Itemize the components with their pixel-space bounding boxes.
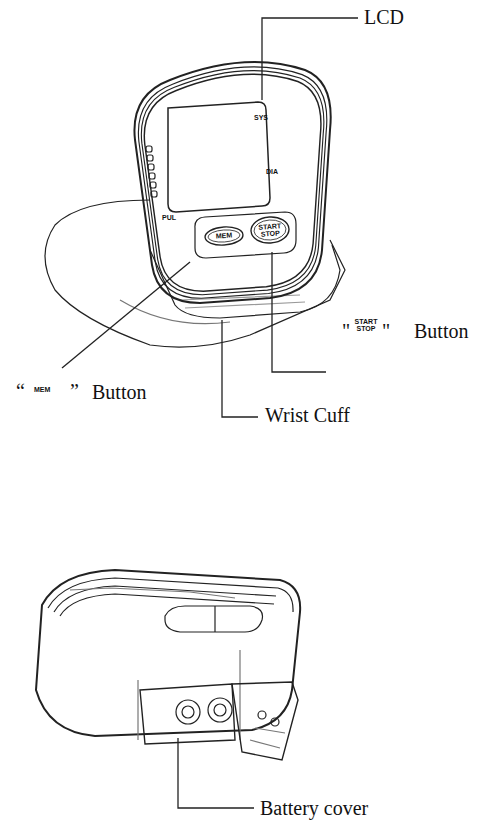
quote-mark: "	[342, 320, 350, 342]
quote-mark: "	[382, 320, 390, 342]
button-shape: START STOP	[249, 215, 291, 246]
button-panel	[195, 212, 296, 258]
part-label: Wrist Cuff	[265, 404, 350, 426]
button-text: START STOP	[258, 222, 283, 238]
button-icon: START STOP	[354, 318, 378, 333]
part-label: Battery cover	[260, 797, 368, 819]
quote-mark: ”	[70, 380, 79, 402]
lcd-screen	[168, 102, 270, 212]
lcd-marking: SYS	[254, 114, 268, 121]
part-label: Button	[414, 320, 468, 342]
button-shape: MEM	[203, 225, 244, 248]
device-rim	[134, 62, 330, 303]
base-stripes	[180, 295, 305, 308]
monitor-back-view	[36, 570, 300, 740]
part-label: Button	[92, 381, 146, 403]
part-label: LCD	[364, 6, 404, 28]
lcd-marking: DIA	[266, 168, 278, 175]
indicator-dots	[146, 146, 157, 197]
battery-compartment	[140, 682, 298, 760]
button-text: MEM	[216, 232, 233, 240]
battery-cover	[232, 682, 298, 760]
button-icon: MEM	[34, 386, 50, 393]
lcd-marking: PUL	[162, 214, 176, 221]
quote-mark: “	[16, 380, 25, 402]
leader-lines	[62, 18, 358, 808]
